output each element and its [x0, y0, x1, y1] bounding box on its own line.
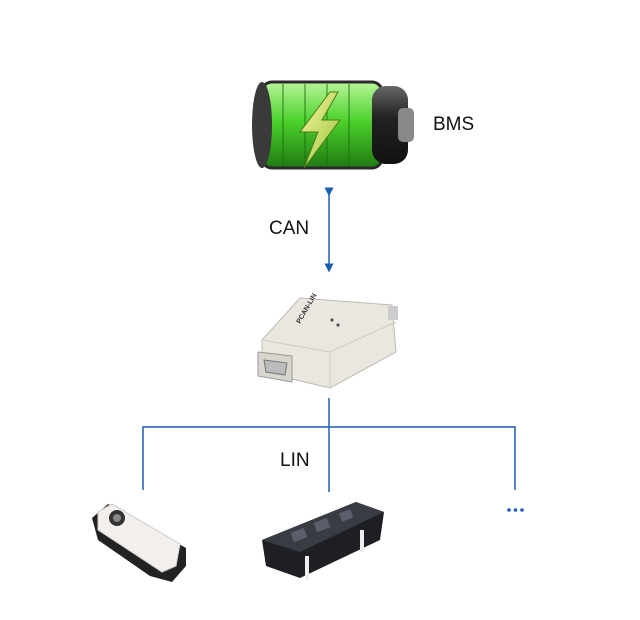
battery-icon [252, 80, 414, 170]
window-switch-panel-icon [262, 502, 384, 580]
bms-label: BMS [433, 114, 475, 135]
lin-bus [142, 398, 516, 492]
lin-label: LIN [280, 450, 310, 471]
sensor-module-icon [92, 503, 186, 582]
can-lin-adapter-icon: PCAN-LIN [257, 293, 398, 389]
can-label: CAN [269, 218, 310, 239]
more-devices-ellipsis [507, 508, 524, 512]
